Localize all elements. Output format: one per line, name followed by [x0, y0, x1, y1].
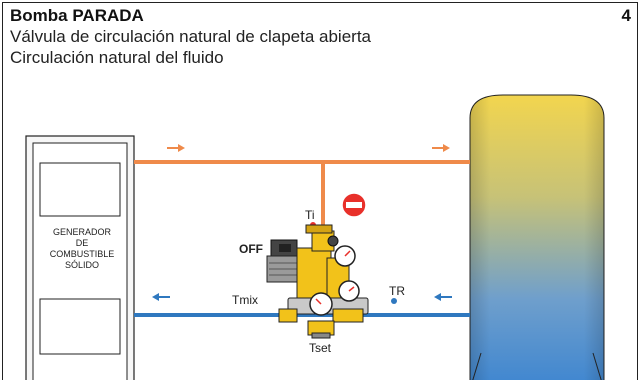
page-number: 4: [621, 6, 631, 25]
tr-label: TR: [389, 284, 405, 298]
valve-description: Válvula de circulación natural de clapet…: [10, 27, 372, 46]
tset-label: Tset: [309, 341, 332, 355]
generator-label-line: COMBUSTIBLE: [49, 249, 115, 259]
valve-group-icon: [266, 224, 369, 339]
generator-label-line: DE: [75, 238, 89, 248]
generator-label-line: SÓLIDO: [64, 260, 99, 270]
circulation-description: Circulación natural del fluido: [10, 48, 224, 67]
circulation-diagram: [25, 94, 605, 380]
pump-icon: [266, 239, 304, 283]
ti-label: Ti: [305, 208, 315, 222]
tr-sensor-dot: [391, 298, 397, 304]
hot-flow-arrow-right: [432, 144, 450, 152]
diagram-frame: Bomba PARADA 4 Válvula de circulación na…: [2, 2, 638, 380]
cold-flow-arrow-right: [434, 293, 452, 301]
cold-flow-arrow-left: [152, 293, 170, 301]
generator-cabinet: [25, 135, 135, 380]
generator-label-line: GENERADOR: [52, 227, 111, 237]
tmix-label: Tmix: [232, 293, 258, 307]
generator-label: GENERADOR DE COMBUSTIBLE SÓLIDO: [37, 227, 127, 271]
gauge-icon: [309, 245, 360, 316]
cold-pipe: [134, 313, 470, 317]
pump-state-title: Bomba PARADA: [10, 6, 144, 25]
storage-tank: [469, 94, 605, 380]
hot-pipe: [134, 160, 470, 230]
stop-icon: [341, 192, 367, 218]
pump-state-label: OFF: [239, 242, 263, 256]
hot-flow-arrow-left: [167, 144, 185, 152]
